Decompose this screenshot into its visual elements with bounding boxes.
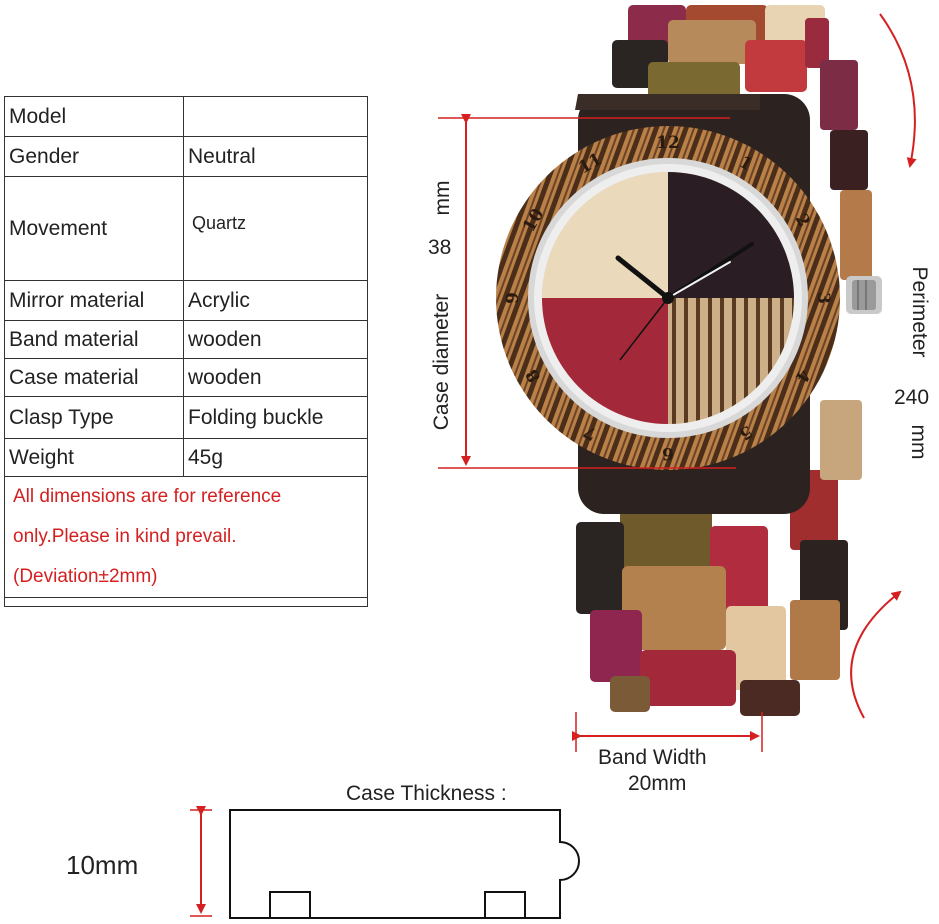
spec-value	[183, 96, 368, 137]
table-row: All dimensions are for reference only.Pl…	[4, 476, 368, 598]
watch-band-lower	[576, 400, 862, 716]
band-width-value: 20mm	[628, 772, 687, 795]
spec-value: wooden	[183, 358, 368, 397]
spec-key: Mirror material	[4, 280, 184, 321]
table-row: Clasp Type Folding buckle	[4, 396, 368, 439]
case-thickness-label: Case Thickness :	[346, 782, 507, 805]
spec-value: wooden	[183, 320, 368, 359]
case-thickness-diagram	[190, 806, 580, 919]
spec-key: Case material	[4, 358, 184, 397]
bezel-numeral: 9	[503, 292, 523, 304]
spec-value-text: Quartz	[192, 212, 247, 233]
table-row	[4, 597, 368, 607]
table-row: Mirror material Acrylic	[4, 280, 368, 321]
table-row: Weight 45g	[4, 438, 368, 477]
spec-value: 45g	[183, 438, 368, 477]
reference-note: All dimensions are for reference only.Pl…	[4, 476, 368, 598]
case-diameter-label: Case diameter	[430, 293, 453, 431]
case-thickness-value: 10mm	[66, 850, 139, 880]
band-width-label: Band Width	[598, 746, 707, 769]
case-diameter-unit: mm	[431, 180, 454, 216]
spec-value: Quartz	[183, 176, 368, 281]
spec-key: Weight	[4, 438, 184, 477]
perimeter-label: Perimeter	[908, 266, 931, 358]
spec-value: Folding buckle	[183, 396, 368, 439]
case-diameter-dimension	[438, 114, 736, 469]
bezel-numeral: 3	[813, 292, 833, 304]
perimeter-dimension	[850, 13, 917, 719]
table-row: Model	[4, 96, 368, 137]
spec-key: Model	[4, 96, 184, 137]
table-row: Band material wooden	[4, 320, 368, 359]
bezel-numeral: 12	[656, 133, 680, 153]
case-diameter-value: 38	[428, 236, 452, 259]
note-line: (Deviation±2mm)	[13, 566, 158, 587]
perimeter-value: 240	[894, 386, 930, 409]
table-spacer	[4, 597, 368, 607]
spec-table: Model Gender Neutral Movement Quartz Mir…	[4, 96, 368, 607]
table-row: Case material wooden	[4, 358, 368, 397]
watch-dial	[542, 172, 794, 424]
note-line: All dimensions are for reference	[13, 486, 282, 507]
band-width-dimension	[572, 712, 763, 752]
table-row: Movement Quartz	[4, 176, 368, 281]
note-line: only.Please in kind prevail.	[13, 526, 237, 547]
perimeter-unit: mm	[907, 424, 930, 460]
second-hand	[619, 297, 669, 361]
bezel-numeral: 6	[662, 443, 674, 463]
watch-band-upper	[612, 5, 872, 280]
spec-value: Neutral	[183, 136, 368, 177]
hour-hand	[615, 255, 671, 301]
